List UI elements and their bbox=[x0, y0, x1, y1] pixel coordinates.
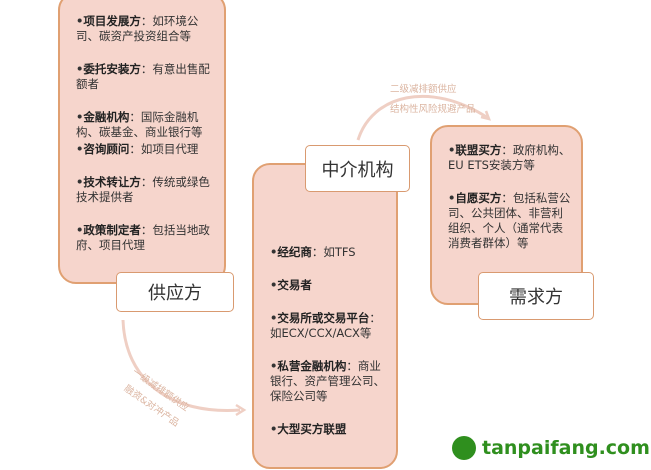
leaf-logo-icon bbox=[452, 436, 476, 460]
intermediary-box: •经纪商：如TFS •交易者 •交易所或交易平台：如ECX/CCX/ACX等 •私营金… bbox=[252, 163, 398, 469]
supplier-box: •项目发展方：如环境公司、碳资产投资组合等 •委托安装方：有意出售配额者 •金融机构… bbox=[58, 0, 226, 284]
list-item: •交易所或交易平台：如ECX/CCX/ACX等 bbox=[270, 311, 381, 340]
item-desc: 包括当地政府、项目代理 bbox=[76, 223, 210, 252]
item-desc: 国际金融机构、碳基金、商业银行等 bbox=[76, 110, 203, 139]
list-item: •联盟买方：政府机构、EU ETS安装方等 bbox=[448, 143, 571, 172]
item-desc: 如ECX/CCX/ACX等 bbox=[270, 326, 372, 340]
list-item: •交易者 bbox=[270, 278, 312, 292]
list-item: •委托安装方：有意出售配额者 bbox=[76, 62, 210, 91]
item-name: 咨询顾问 bbox=[83, 142, 130, 156]
item-name: 交易所或交易平台 bbox=[277, 311, 370, 325]
list-item: •金融机构：国际金融机构、碳基金、商业银行等 bbox=[76, 110, 203, 139]
item-name: 委托安装方 bbox=[83, 62, 141, 76]
item-name: 政策制定者 bbox=[83, 223, 141, 237]
item-desc: 如环境公司、碳资产投资组合等 bbox=[76, 14, 199, 43]
secondary-flow-label-2: 结构性风险规避产品 bbox=[390, 104, 476, 115]
list-item: •经纪商：如TFS bbox=[270, 245, 356, 259]
item-name: 经纪商 bbox=[277, 245, 312, 259]
item-name: 自愿买方 bbox=[455, 191, 502, 205]
item-name: 联盟买方 bbox=[455, 143, 502, 157]
demand-label: 需求方 bbox=[478, 272, 594, 320]
item-name: 金融机构 bbox=[83, 110, 130, 124]
secondary-flow-label-1: 二级减排额供应 bbox=[390, 84, 457, 95]
watermark-logo: tanpaifang.com bbox=[452, 436, 650, 460]
list-item: •大型买方联盟 bbox=[270, 422, 347, 436]
item-desc: 包括私营公司、公共团体、非营利组织、个人（通常代表消费者群体）等 bbox=[448, 191, 571, 250]
list-item: •咨询顾问：如项目代理 bbox=[76, 142, 199, 156]
item-desc: 如项目代理 bbox=[140, 142, 199, 156]
item-name: 交易者 bbox=[277, 278, 312, 292]
item-name: 大型买方联盟 bbox=[277, 422, 347, 436]
supplier-label: 供应方 bbox=[116, 272, 234, 312]
item-desc: 商业银行、资产管理公司、保险公司等 bbox=[270, 359, 385, 403]
item-desc: 传统或绿色技术提供者 bbox=[76, 175, 210, 204]
secondary-flow-arrow bbox=[356, 95, 489, 141]
list-item: •政策制定者：包括当地政府、项目代理 bbox=[76, 223, 210, 252]
list-item: •项目发展方：如环境公司、碳资产投资组合等 bbox=[76, 14, 199, 43]
item-desc: 政府机构、EU ETS安装方等 bbox=[448, 143, 571, 172]
item-name: 技术转让方 bbox=[83, 175, 141, 189]
primary-flow-arrow bbox=[121, 319, 241, 412]
item-name: 项目发展方 bbox=[83, 14, 141, 28]
list-item: •自愿买方：包括私营公司、公共团体、非营利组织、个人（通常代表消费者群体）等 bbox=[448, 191, 571, 250]
list-item: •私营金融机构：商业银行、资产管理公司、保险公司等 bbox=[270, 359, 385, 403]
item-name: 私营金融机构 bbox=[277, 359, 347, 373]
item-desc: 有意出售配额者 bbox=[76, 62, 210, 91]
item-desc: 如TFS bbox=[323, 245, 356, 259]
watermark-text: tanpaifang.com bbox=[482, 437, 650, 459]
list-item: •技术转让方：传统或绿色技术提供者 bbox=[76, 175, 210, 204]
intermediary-label: 中介机构 bbox=[305, 145, 410, 192]
